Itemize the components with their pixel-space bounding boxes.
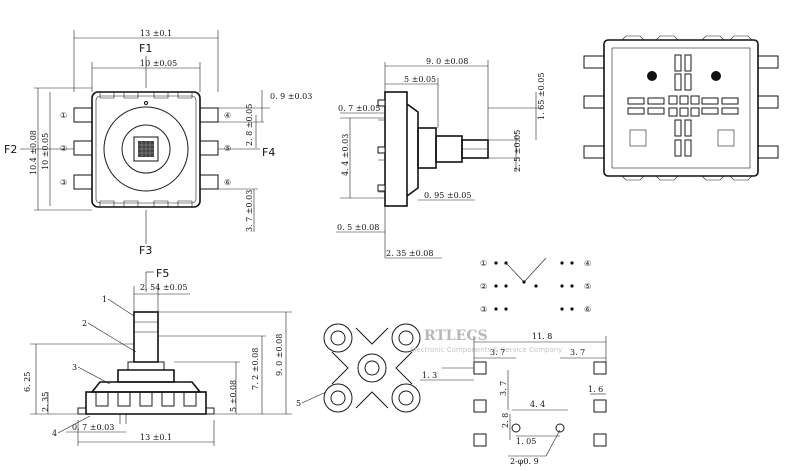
dim-inner: 10 ±0.05 [140, 59, 177, 68]
dim-footprint-left: 3. 7 [490, 348, 505, 357]
dim-bottom: 2. 35 ±0.08 [386, 249, 433, 258]
part-2-label: 2 [82, 319, 87, 328]
dim-pin: 0. 7 ±0.03 [72, 423, 114, 432]
pin-2-label: ② [60, 144, 67, 153]
force-f3: F3 [139, 244, 152, 257]
dim-width: 13 ±0.1 [140, 433, 172, 442]
dim-footprint-center: 4. 4 [530, 400, 545, 409]
dim-shaft-h: 1. 65 ±0.05 [537, 73, 546, 120]
actuator-view: 5 [296, 323, 421, 413]
watermark-tagline: Electronic Components & Service Company [410, 346, 562, 354]
part-3-label: 3 [72, 363, 77, 372]
dim-footprint-right: 3. 7 [570, 348, 585, 357]
bottom-view [583, 35, 779, 181]
force-f2: F2 [4, 143, 17, 156]
dim-holes: 2-φ0. 9 [510, 457, 539, 466]
pin-5-label: ⑤ [224, 144, 231, 153]
force-f1: F1 [139, 42, 152, 55]
dim-pin-width: 0. 9 ±0.03 [270, 92, 312, 101]
circuit-schematic: ① ② ③ ④ ⑤ ⑥ [480, 257, 591, 314]
dim-footprint-v: 3. 7 [499, 381, 508, 396]
force-f5: F5 [156, 267, 169, 280]
dim-body: 5 ±0.05 [404, 75, 436, 84]
part-5-label: 5 [296, 399, 301, 408]
dim-mid-h: 7. 2 ±0.08 [251, 348, 260, 390]
watermark-brand: RTLECS [424, 328, 488, 344]
dim-width: 13 ±0.1 [140, 29, 172, 38]
side-view: 9. 0 ±0.08 5 ±0.05 0. 7 ±0.05 4. 4 ±0.03… [336, 57, 546, 259]
dim-footprint-pad-r: 1. 6 [588, 385, 603, 394]
dim-bottom: 3. 7 ±0.03 [245, 190, 254, 232]
circuit-pin-1: ① [480, 259, 487, 268]
top-view: 13 ±0.1 F1 10 ±0.05 10.4 ±0.0 [4, 29, 312, 257]
part-1-label: 1 [102, 295, 107, 304]
pcb-footprint: 11. 8 3. 7 3. 7 1. 3 1. 6 3. 7 4. 4 2. 8… [420, 332, 607, 466]
pin-6-label: ⑥ [224, 178, 231, 187]
dim-hole-pitch: 1. 05 [516, 437, 536, 446]
pin-1-label: ① [60, 111, 67, 120]
watermark: RTLECS Electronic Components & Service C… [410, 328, 562, 354]
dim-total: 9. 0 ±0.08 [426, 57, 468, 66]
dim-top: 0. 7 ±0.05 [338, 104, 380, 113]
dim-low-h: 5 ±0.08 [229, 380, 238, 412]
circuit-pin-2: ② [480, 282, 487, 291]
dim-left-low: 2. 35 [41, 392, 50, 412]
part-4-label: 4 [52, 429, 57, 438]
force-f4: F4 [262, 146, 275, 159]
dim-footprint-total: 11. 8 [532, 332, 552, 341]
dim-step: 0. 95 ±0.05 [424, 191, 471, 200]
dim-thk: 0. 5 ±0.08 [337, 223, 379, 232]
dim-pitch: 2. 8 ±0.05 [245, 104, 254, 146]
circuit-pin-3: ③ [480, 305, 487, 314]
circuit-pin-5: ⑤ [584, 282, 591, 291]
dim-total-h: 9. 0 ±0.08 [275, 334, 284, 376]
dim-footprint-low: 2. 8 [501, 413, 510, 428]
dim-height: 10.4 ±0.08 [29, 130, 38, 175]
circuit-pin-4: ④ [584, 259, 591, 268]
circuit-pin-6: ⑥ [584, 305, 591, 314]
dim-footprint-pad: 1. 3 [422, 371, 437, 380]
dim-shaft-d: 2. 5 ±0.05 [513, 130, 522, 172]
dim-height-inner: 10 ±0.05 [41, 133, 50, 170]
pin-4-label: ④ [224, 111, 231, 120]
pin-3-label: ③ [60, 178, 67, 187]
dim-shaft: 2. 54 ±0.05 [140, 283, 187, 292]
dim-body-h: 4. 4 ±0.03 [341, 134, 350, 176]
front-view: F5 2. 54 ±0.05 1 2 3 4 6. 25 2. 35 [23, 267, 292, 446]
dim-left-h: 6. 25 [23, 372, 32, 392]
